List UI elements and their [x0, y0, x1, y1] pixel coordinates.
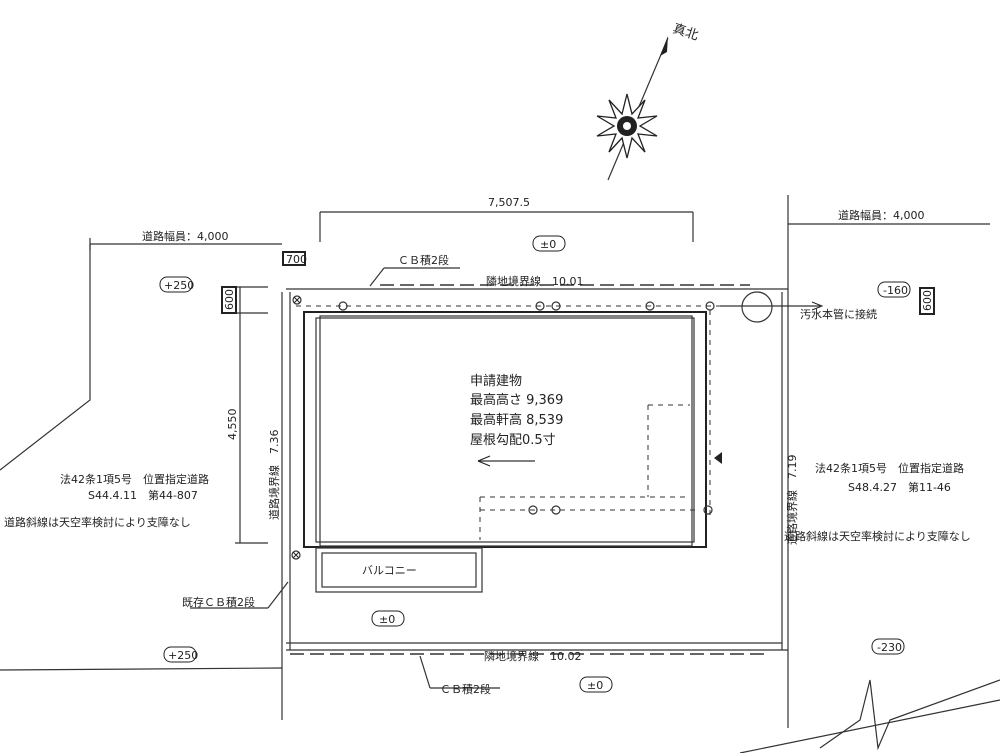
- level-top-right-text: -160: [883, 284, 908, 297]
- right-road-edge: [739, 195, 1000, 753]
- level-top-site-text: ±0: [540, 238, 556, 251]
- level-bottom-left-text: +250: [168, 649, 198, 662]
- right-road-width: 道路幅員：4,000: [788, 208, 990, 225]
- building-title: 申請建物: [470, 374, 522, 389]
- north-arrow-head: [660, 36, 668, 56]
- cb-existing: 既存ＣＢ積2段: [182, 581, 289, 609]
- right-road-notes: 法42条1項5号 位置指定道路 S48.4.27 第11-46 道路斜線は天空率…: [784, 461, 971, 543]
- dimension-top: 7,507.5: [319, 196, 694, 242]
- balcony: バルコニー: [315, 547, 483, 593]
- manhole-icon: [741, 291, 773, 323]
- dimension-left-label: 4,550: [226, 409, 239, 441]
- building-roof-pitch: 屋根勾配0.5寸: [470, 433, 556, 448]
- level-bottom-site-text: ±0: [379, 613, 395, 626]
- right-road-line3: 道路斜線は天空率検討により支障なし: [784, 529, 971, 543]
- left-road-notes: 法42条1項5号 位置指定道路 S44.4.11 第44-807 道路斜線は天空…: [4, 472, 209, 529]
- marker-x-icon: [292, 295, 302, 305]
- building-max-eave: 最高軒高 8,539: [470, 412, 563, 428]
- marker-x-icon: [291, 550, 301, 560]
- level-top-right: -160: [877, 281, 911, 298]
- building-outline: [303, 310, 722, 548]
- north-label: 真北: [671, 22, 700, 44]
- box-right-text: 600: [921, 290, 934, 311]
- cb-bottom-label: ＣＢ積2段: [440, 682, 491, 696]
- left-road-line1: 法42条1項5号 位置指定道路: [60, 472, 209, 486]
- right-road-width-label: 道路幅員：4,000: [838, 208, 925, 222]
- boundary-bottom-label: 隣地境界線 10.02: [484, 649, 582, 663]
- left-road-line3: 道路斜線は天空率検討により支障なし: [4, 515, 191, 529]
- level-top-left-text: +250: [164, 279, 194, 292]
- left-road-width-label: 道路幅員：4,000: [142, 229, 229, 243]
- box-right: 600: [919, 287, 935, 315]
- entrance-triangle-icon: [714, 452, 722, 464]
- level-bottom-right-text: -230: [877, 641, 902, 654]
- box-left: 600: [221, 286, 237, 314]
- cb-top: ＣＢ積2段: [369, 253, 460, 287]
- north-arrow: 真北: [596, 22, 700, 181]
- balcony-label: バルコニー: [362, 564, 417, 577]
- left-road-line2: S44.4.11 第44-807: [88, 488, 198, 502]
- level-bottom-outside-text: ±0: [587, 679, 603, 692]
- left-road-width: 道路幅員：4,000: [89, 229, 282, 250]
- box-corner: 700: [282, 251, 307, 266]
- right-road-line1: 法42条1項5号 位置指定道路: [815, 461, 964, 475]
- boundary-left-label: 道路境界線 7.36: [267, 430, 281, 521]
- level-bottom-site: ±0: [371, 610, 405, 627]
- cb-top-label: ＣＢ積2段: [398, 253, 449, 267]
- cb-bottom: ＣＢ積2段: [419, 655, 500, 696]
- sewer-label: 汚水本管に接続: [800, 307, 877, 321]
- level-top-left: +250: [159, 276, 194, 293]
- level-bottom-outside: ±0: [579, 676, 613, 693]
- right-road-line2: S48.4.27 第11-46: [848, 480, 951, 494]
- level-bottom-right: -230: [871, 638, 905, 655]
- level-bottom-left: +250: [163, 646, 198, 663]
- cb-existing-label: 既存ＣＢ積2段: [182, 595, 255, 609]
- boundary-right-label: 道路境界線 7.19: [785, 455, 799, 546]
- box-corner-text: 700: [286, 253, 307, 266]
- building-max-height: 最高高さ 9,369: [470, 392, 563, 408]
- compass-star-icon: [596, 93, 658, 159]
- building-info: 申請建物 最高高さ 9,369 最高軒高 8,539 屋根勾配0.5寸: [470, 374, 563, 467]
- sewer-pipe: 汚水本管に接続: [291, 291, 877, 560]
- site-boundary: [281, 284, 788, 720]
- dimension-left: 4,550: [226, 286, 268, 544]
- level-top-site: ±0: [532, 235, 566, 252]
- dimension-top-label: 7,507.5: [488, 196, 530, 209]
- boundary-top-label: 隣地境界線 10.01: [486, 274, 584, 288]
- left-road-edge: [0, 244, 283, 671]
- box-left-text: 600: [223, 289, 236, 310]
